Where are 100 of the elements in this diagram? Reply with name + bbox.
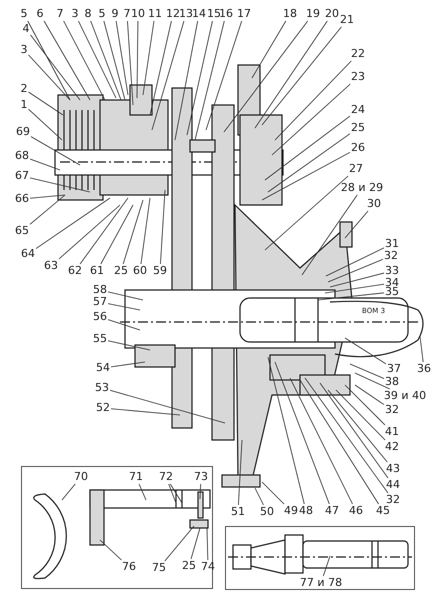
callout-number: 15: [207, 8, 221, 20]
leader-line: [206, 20, 242, 130]
leader-line: [254, 20, 328, 128]
callout-number: 32: [385, 404, 399, 416]
leader-line: [127, 20, 134, 106]
leader-line: [136, 20, 138, 98]
callout-number: 63: [44, 260, 58, 272]
leader-line: [108, 291, 144, 300]
leader-line: [174, 20, 198, 140]
leader-line: [30, 34, 80, 100]
callout-number: 66: [15, 193, 29, 205]
callout-number: 13: [179, 8, 193, 20]
leader-line: [164, 526, 194, 562]
leader-line: [78, 20, 116, 98]
callout-number: 31: [385, 238, 399, 250]
leader-line: [108, 319, 140, 330]
leader-line: [264, 176, 349, 250]
callout-number: 47: [325, 505, 339, 517]
leader-line: [36, 198, 110, 249]
callout-number: 76: [122, 561, 136, 573]
leader-line: [206, 528, 208, 560]
leader-line: [168, 484, 176, 504]
leader-line: [28, 108, 62, 140]
leader-line: [344, 338, 386, 364]
leader-line: [30, 136, 80, 166]
callout-number: 55: [93, 333, 107, 345]
callout-number: 44: [386, 479, 400, 491]
leader-line: [116, 20, 128, 96]
leader-line: [262, 152, 350, 200]
callout-number: 25: [114, 265, 128, 277]
leader-line: [290, 378, 353, 504]
leader-line: [152, 20, 184, 130]
callout-number: 7: [56, 8, 64, 20]
callout-number: 62: [68, 265, 82, 277]
callout-number: 51: [231, 506, 245, 518]
leader-line: [90, 20, 122, 100]
callout-number: 3: [72, 8, 78, 20]
callout-number: 61: [90, 265, 104, 277]
callout-number: 64: [21, 248, 35, 260]
leader-line: [142, 20, 154, 96]
leader-line: [150, 20, 172, 116]
leader-line: [272, 84, 351, 156]
callout-number: 23: [351, 71, 365, 83]
leader-line: [344, 210, 368, 238]
callout-number: 14: [192, 8, 206, 20]
leader-line: [320, 382, 388, 478]
callout-number: 48: [299, 505, 313, 517]
leader-line: [354, 372, 390, 390]
leader-line: [420, 336, 424, 362]
callout-number: 49: [284, 505, 298, 517]
callout-number: 65: [15, 225, 29, 237]
leader-line: [268, 356, 305, 504]
leader-line: [30, 194, 66, 199]
leader-line: [304, 378, 388, 494]
leader-line: [194, 20, 225, 140]
callout-number: 68: [15, 150, 29, 162]
callout-number: 25: [182, 560, 196, 572]
leader-line: [344, 384, 386, 426]
callout-number: 38: [385, 376, 399, 388]
leader-line: [224, 20, 308, 132]
leader-line: [170, 484, 182, 504]
callout-number: 10: [131, 8, 145, 20]
callout-number: 5: [20, 8, 28, 20]
callout-number: 43: [386, 463, 400, 475]
leader-line: [110, 390, 226, 424]
leader-line: [190, 528, 200, 560]
callout-number: 9: [112, 8, 118, 20]
leader-line: [274, 362, 330, 504]
callout-number: 57: [93, 296, 107, 308]
leader-line: [302, 194, 358, 276]
callout-number: 45: [376, 505, 390, 517]
leader-line: [264, 116, 350, 180]
callout-number: 16: [219, 8, 233, 20]
callout-number: 24: [351, 104, 365, 116]
callout-number: 69: [16, 126, 30, 138]
callout-number: 7: [124, 8, 130, 20]
leader-line: [262, 482, 284, 504]
leader-line: [318, 292, 384, 300]
leader-line: [300, 380, 379, 504]
leader-line: [252, 20, 286, 78]
callout-number: 72: [159, 471, 173, 483]
callout-number: 52: [96, 402, 110, 414]
callout-number: 4: [22, 23, 30, 35]
callout-number: 59: [153, 265, 167, 277]
leader-line: [238, 440, 242, 506]
leader-line: [354, 384, 384, 405]
callout-number: 8: [84, 8, 92, 20]
leader-line: [28, 92, 64, 116]
leader-line: [254, 488, 264, 506]
callout-number: 54: [96, 362, 110, 374]
callout-number: 26: [351, 142, 365, 154]
callout-number: 73: [194, 471, 208, 483]
callout-number: 71: [129, 471, 143, 483]
callout-number: 27: [349, 163, 363, 175]
callout-number: 60: [133, 265, 147, 277]
callout-number: 46: [349, 505, 363, 517]
callout-number: 37: [387, 363, 401, 375]
leader-line: [44, 20, 90, 100]
leader-line: [160, 190, 166, 264]
callout-number: 30: [367, 198, 381, 210]
